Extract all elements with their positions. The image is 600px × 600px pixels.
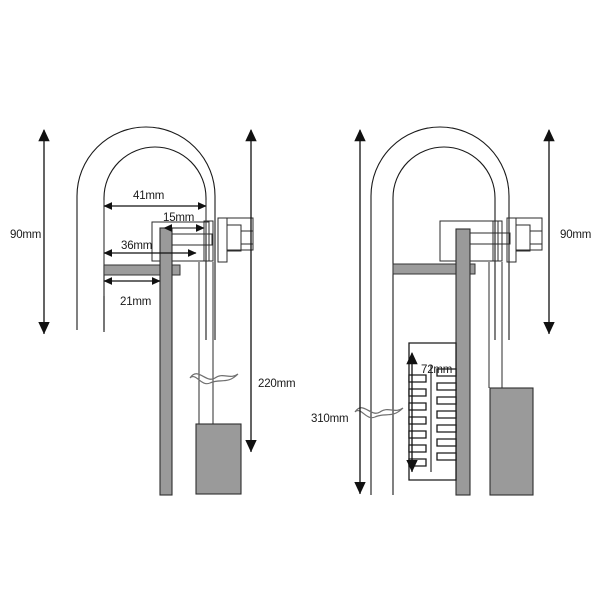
dim-21mm-label: 21mm xyxy=(120,296,151,308)
u-bolt-inner-profile xyxy=(103,146,207,340)
right-main-rod xyxy=(455,228,471,496)
right-bolt-assembly xyxy=(469,217,543,263)
left-main-rod xyxy=(159,227,173,496)
dim-72mm-label: 72mm xyxy=(421,364,452,376)
right-u-bolt-inner-profile xyxy=(392,146,496,495)
dim-310mm-label: 310mm xyxy=(311,413,348,425)
u-bolt-outer-profile xyxy=(76,126,216,340)
dim-36mm-label: 36mm xyxy=(121,240,152,252)
dim-41mm-label: 41mm xyxy=(133,190,164,202)
right-u-bolt-outer-profile xyxy=(370,126,510,495)
fin-comb-teeth-right xyxy=(436,368,457,461)
left-sensor-block xyxy=(195,423,242,495)
left-view: 90mm 41mm 15mm 36mm 21mm 220mm xyxy=(10,126,296,496)
left-bolt-shaft xyxy=(171,233,213,246)
right-view: 310mm 72mm 90mm xyxy=(311,126,591,496)
right-sensor-block xyxy=(489,387,534,496)
dim-90mm-right-label: 90mm xyxy=(560,229,591,241)
right-bolt-washer-a xyxy=(492,220,503,262)
left-bolt-assembly xyxy=(171,217,254,263)
left-bolt-washer-a xyxy=(203,220,214,262)
left-clamp-body xyxy=(151,221,210,262)
right-bolt-outline-box xyxy=(515,217,543,251)
right-cross-plate xyxy=(392,263,476,275)
dim-15mm-label: 15mm xyxy=(163,212,194,224)
left-break-symbol xyxy=(189,373,239,385)
dim-90mm-left-label: 90mm xyxy=(10,229,41,241)
dim-220mm-label: 220mm xyxy=(258,378,295,390)
right-bolt-shaft xyxy=(469,232,511,245)
